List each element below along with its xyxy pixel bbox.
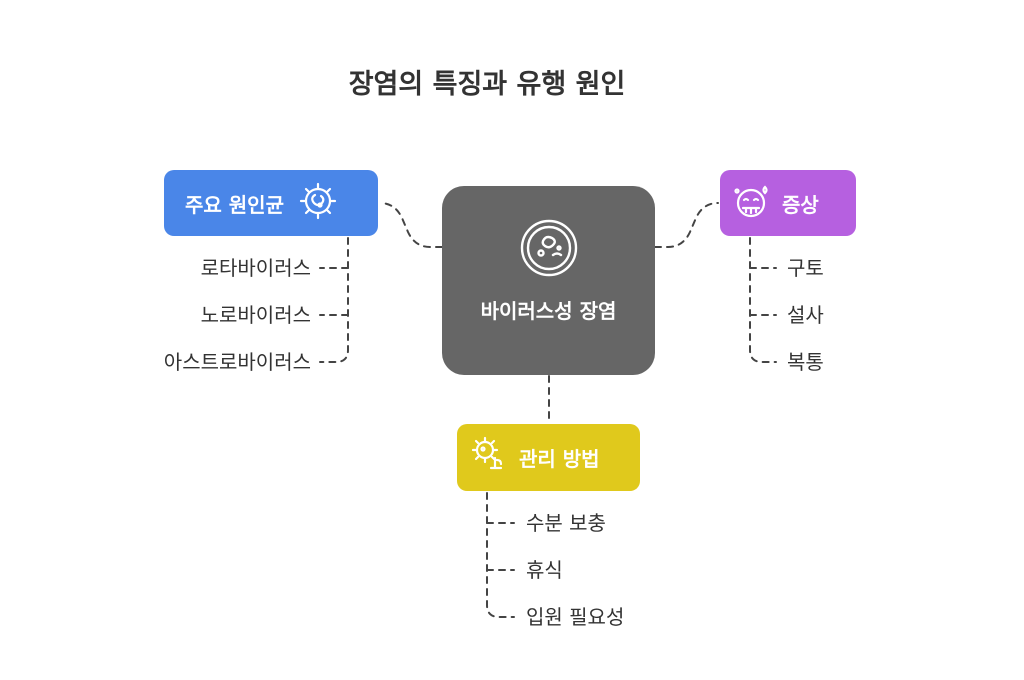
management-item-2: 휴식	[526, 558, 563, 582]
pathogen-item-1: 로타바이러스	[200, 256, 311, 280]
management-item-1: 수분 보충	[526, 511, 606, 535]
center-node[interactable]: 바이러스성 장염	[442, 186, 655, 375]
symptoms-node[interactable]: 증상	[720, 170, 856, 236]
diagram-title: 장염의 특징과 유행 원인	[348, 69, 626, 100]
virus-icon	[298, 181, 338, 226]
sick-face-icon	[732, 181, 772, 226]
connector-center-pathogens	[379, 202, 443, 248]
symptom-item-3: 복통	[787, 350, 824, 374]
connector-symptoms-trunk	[749, 237, 777, 363]
pathogens-label: 주요 원인균	[185, 192, 284, 217]
connector-center-symptoms	[654, 202, 719, 248]
care-icon	[471, 436, 509, 479]
center-label: 바이러스성 장염	[480, 299, 617, 323]
pathogen-item-3: 아스트로바이러스	[163, 350, 311, 374]
pathogens-node[interactable]: 주요 원인균	[164, 170, 378, 236]
management-node[interactable]: 관리 방법	[457, 424, 640, 491]
connector-pathogens-trunk	[319, 237, 349, 363]
pathogen-item-2: 노로바이러스	[200, 303, 311, 327]
petri-dish-icon	[519, 218, 579, 282]
symptom-item-2: 설사	[787, 303, 824, 327]
management-item-3: 입원 필요성	[526, 605, 625, 629]
management-label: 관리 방법	[519, 447, 600, 471]
symptoms-label: 증상	[782, 192, 819, 217]
symptom-item-1: 구토	[787, 256, 824, 280]
connector-management-trunk	[486, 492, 515, 618]
